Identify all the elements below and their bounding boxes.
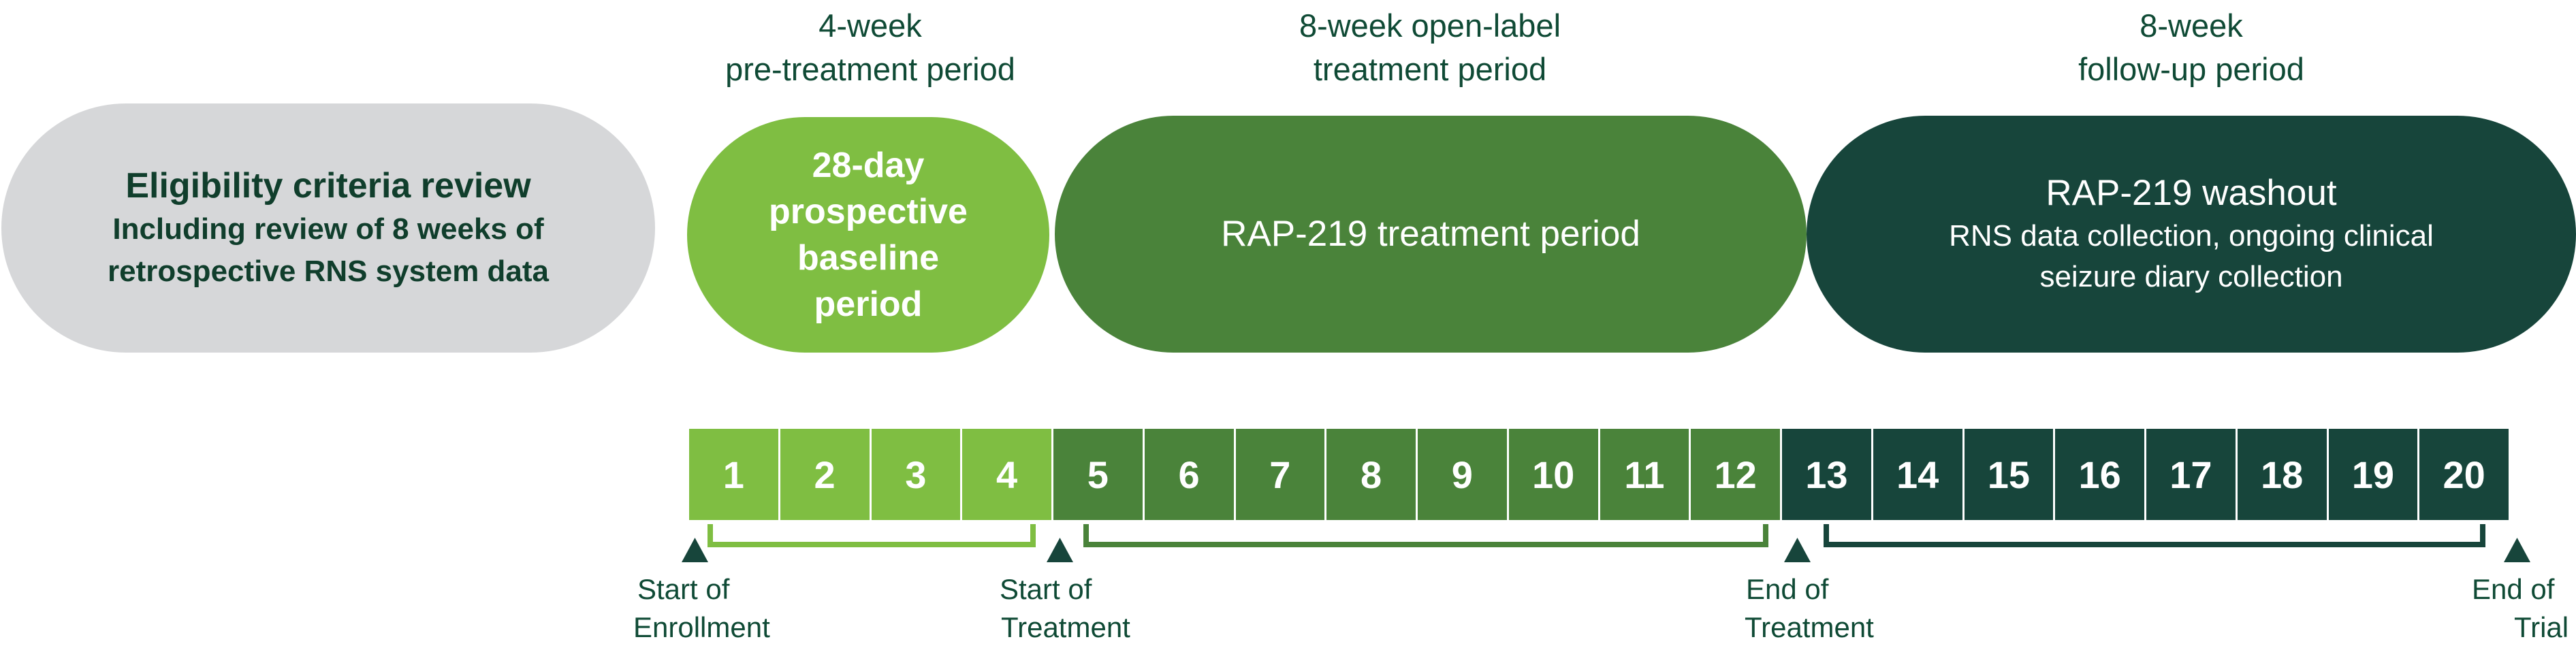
week-cell-13: 13 — [1782, 429, 1871, 520]
start-enrollment-marker-icon — [682, 538, 708, 562]
milestone-start-treatment-line2: Treatment — [1001, 611, 1130, 643]
week-cell-12: 12 — [1691, 429, 1780, 520]
week-cell-4: 4 — [962, 429, 1051, 520]
milestone-start-treatment: Start of Treatment — [1000, 570, 1130, 647]
heading-pretreatment: 4-week pre-treatment period — [693, 4, 1047, 91]
week-cell-17: 17 — [2146, 429, 2236, 520]
heading-followup-line2: follow-up period — [2078, 51, 2304, 87]
week-cell-9: 9 — [1418, 429, 1507, 520]
washout-title: RAP-219 washout — [2046, 173, 2337, 213]
milestone-end-treatment: End of Treatment — [1745, 570, 1874, 647]
heading-followup: 8-week follow-up period — [1987, 4, 2396, 91]
heading-pretreatment-line1: 4-week — [818, 7, 922, 44]
end-treatment-marker-icon — [1784, 538, 1811, 562]
heading-pretreatment-line2: pre-treatment period — [725, 51, 1015, 87]
week-cell-8: 8 — [1326, 429, 1416, 520]
bracket-followup — [1824, 524, 2485, 547]
week-cell-16: 16 — [2055, 429, 2144, 520]
week-cell-19: 19 — [2328, 429, 2418, 520]
heading-treatment-line1: 8-week open-label — [1299, 7, 1561, 44]
week-cell-1: 1 — [689, 429, 778, 520]
week-cell-6: 6 — [1144, 429, 1234, 520]
week-cell-11: 11 — [1600, 429, 1689, 520]
eligibility-sub-line1: Including review of 8 weeks of — [112, 212, 544, 246]
end-trial-marker-icon — [2504, 538, 2530, 562]
treatment-period-pill: RAP-219 treatment period — [1055, 116, 1807, 353]
heading-treatment: 8-week open-label treatment period — [1192, 4, 1668, 91]
week-cell-15: 15 — [1964, 429, 2054, 520]
washout-sub-line2: seizure diary collection — [2039, 260, 2343, 293]
milestone-end-treatment-line1: End of — [1746, 573, 1829, 605]
milestone-end-treatment-line2: Treatment — [1745, 611, 1874, 643]
heading-followup-line1: 8-week — [2140, 7, 2243, 44]
week-cell-5: 5 — [1053, 429, 1143, 520]
washout-sub-line1: RNS data collection, ongoing clinical — [1949, 219, 2434, 253]
week-cell-14: 14 — [1873, 429, 1962, 520]
bracket-pretreatment — [707, 524, 1036, 547]
baseline-title: 28-day prospective baseline period — [769, 146, 968, 324]
week-cell-7: 7 — [1235, 429, 1325, 520]
milestone-start-treatment-line1: Start of — [1000, 573, 1092, 605]
baseline-period-pill: 28-day prospective baseline period — [687, 117, 1049, 353]
heading-treatment-line2: treatment period — [1313, 51, 1547, 87]
eligibility-title: Eligibility criteria review — [125, 166, 531, 206]
milestone-end-trial-line1: End of — [2472, 573, 2555, 605]
eligibility-review-pill: Eligibility criteria review Including re… — [1, 103, 655, 353]
eligibility-sub-line2: retrospective RNS system data — [107, 255, 550, 288]
milestone-end-trial-line2: Trial — [2514, 611, 2569, 643]
week-cell-10: 10 — [1508, 429, 1598, 520]
washout-period-pill: RAP-219 washout RNS data collection, ong… — [1807, 116, 2576, 353]
week-cell-20: 20 — [2419, 429, 2509, 520]
treatment-title: RAP-219 treatment period — [1221, 214, 1640, 254]
week-cell-2: 2 — [780, 429, 870, 520]
start-treatment-marker-icon — [1047, 538, 1073, 562]
milestone-start-enrollment-line2: Enrollment — [633, 611, 770, 643]
milestone-start-enrollment-line1: Start of — [637, 573, 730, 605]
milestone-end-trial: End of Trial — [2472, 570, 2569, 647]
milestone-start-enrollment: Start of Enrollment — [633, 570, 770, 647]
week-cell-3: 3 — [871, 429, 961, 520]
week-cell-18: 18 — [2237, 429, 2327, 520]
bracket-treatment — [1083, 524, 1768, 547]
